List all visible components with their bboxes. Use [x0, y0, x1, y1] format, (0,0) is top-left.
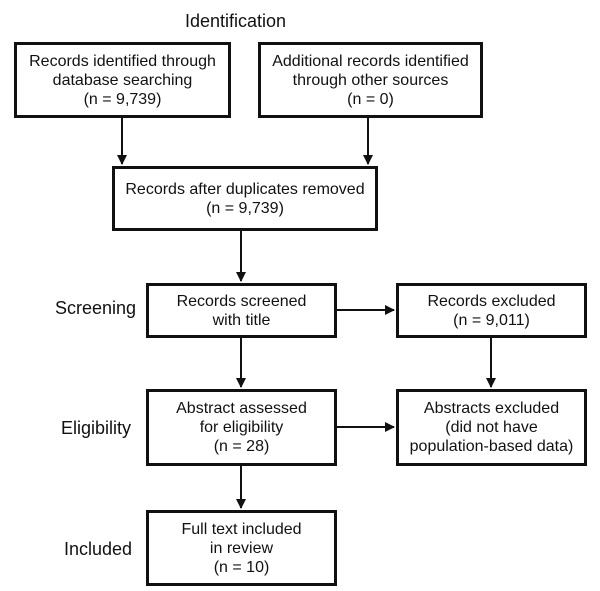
box-line: Abstract assessed [176, 400, 307, 417]
box-line: (n = 9,739) [206, 199, 284, 217]
box-database-searching: Records identified through database sear… [14, 42, 231, 118]
box-other-sources: Additional records identified through ot… [258, 42, 483, 118]
box-line: population-based data) [409, 438, 574, 455]
box-line: Records screened [176, 292, 307, 310]
box-line: with title [212, 311, 271, 329]
box-line: Records after duplicates removed [125, 180, 365, 198]
box-line: Full text included [181, 520, 302, 538]
stage-label-screening: Screening [55, 298, 137, 318]
box-full-text-included: Full text included in review (n = 10) [146, 510, 337, 586]
stage-label-identification: Identification [185, 11, 287, 31]
stage-label-included: Included [64, 539, 133, 559]
box-duplicates-removed: Records after duplicates removed (n = 9,… [112, 166, 378, 231]
box-line: through other sources [292, 71, 449, 89]
box-line: database searching [52, 71, 193, 89]
box-line: in review [209, 539, 274, 557]
box-line: Records identified through [29, 52, 216, 70]
box-records-excluded: Records excluded (n = 9,011) [396, 283, 587, 338]
stage-label-eligibility: Eligibility [61, 418, 132, 438]
box-line: (n = 9,011) [453, 311, 530, 329]
box-records-screened: Records screened with title [146, 283, 337, 338]
box-line: for eligibility [199, 419, 284, 436]
box-abstract-assessed: Abstract assessed for eligibility (n = 2… [146, 389, 337, 466]
box-line: Records excluded [427, 292, 556, 310]
box-line: (n = 10) [213, 558, 270, 576]
box-line: (n = 28) [213, 438, 270, 455]
box-line: Abstracts excluded [423, 400, 560, 417]
box-line: Additional records identified [272, 52, 469, 70]
box-abstracts-excluded: Abstracts excluded (did not have populat… [396, 389, 587, 466]
box-line: (n = 9,739) [83, 90, 162, 108]
box-line: (did not have [445, 419, 538, 436]
box-line: (n = 0) [347, 90, 394, 108]
